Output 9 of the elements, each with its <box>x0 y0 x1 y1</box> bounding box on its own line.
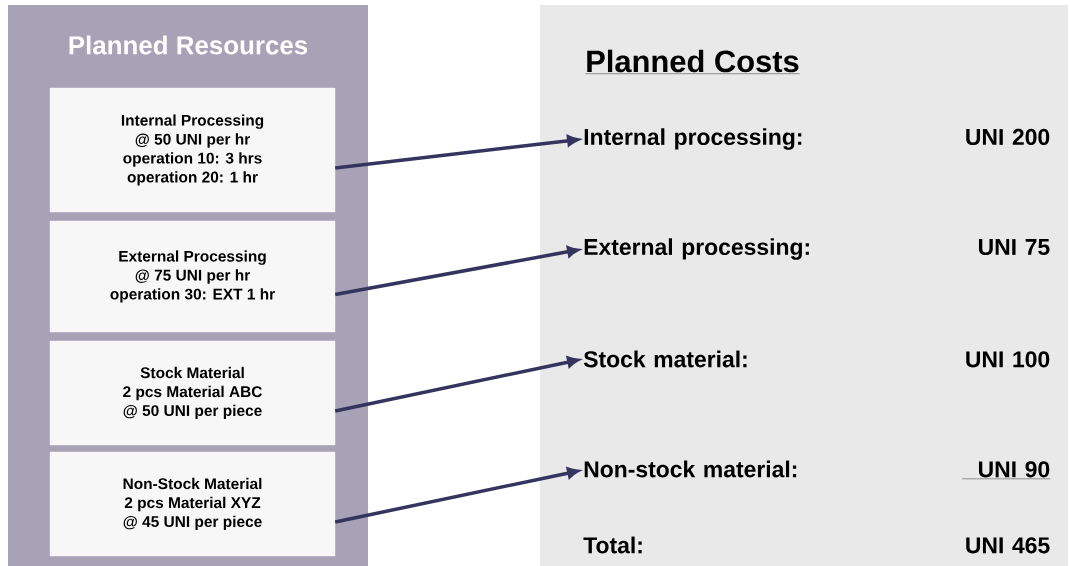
cost-row: External processing: UNI 75 <box>584 238 1050 260</box>
resource-box: Internal Processing @ 50 UNI per hr operation 10: 3 hrs operation 20: 1 hr <box>49 87 336 213</box>
resource-box: Stock Material 2 pcs Material ABC @ 50 UNI per piece <box>49 340 336 446</box>
cost-row: Internal processing: UNI 200 <box>584 128 1050 150</box>
resource-box: Non-Stock Material 2 pcs Material XYZ @ 45 UNI per piece <box>49 451 336 557</box>
cost-row: Total: UNI 465 <box>583 536 1050 554</box>
resource-box: External Processing @ 75 UNI per hr operation 30: EXT 1 hr <box>49 220 336 333</box>
cost-row: Stock material: UNI 100 <box>583 350 1050 368</box>
cost-row: Non-stock material: UNI 90 <box>584 460 1051 479</box>
